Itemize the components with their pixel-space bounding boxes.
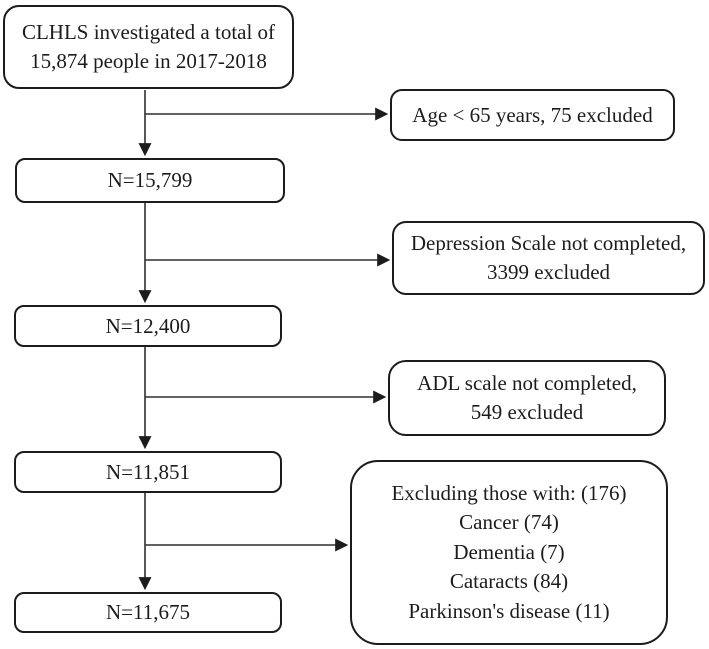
adl-exclusion-box: ADL scale not completed, 549 excluded [388, 360, 666, 436]
adl-exclusion-line1: ADL scale not completed, [417, 371, 637, 396]
disease-exclusion-line3: Dementia (7) [453, 539, 565, 564]
age-exclusion-box: Age < 65 years, 75 excluded [390, 89, 675, 141]
n1-label: N=15,799 [107, 168, 193, 193]
disease-exclusion-line5: Parkinson's disease (11) [408, 598, 610, 623]
n4-box: N=11,675 [14, 592, 282, 633]
disease-exclusion-line1: Excluding those with: (176) [391, 481, 627, 506]
age-exclusion-label: Age < 65 years, 75 excluded [412, 102, 653, 127]
total-investigated-line2: 15,874 people in 2017-2018 [30, 49, 267, 73]
total-investigated-line1: CLHLS investigated a total of [21, 20, 276, 45]
total-investigated-box: CLHLS investigated a total of 15,874 peo… [3, 5, 294, 89]
n3-label: N=11,851 [106, 459, 190, 484]
n2-box: N=12,400 [14, 305, 282, 347]
disease-exclusion-box: Excluding those with: (176) Cancer (74) … [350, 460, 668, 645]
depression-exclusion-line1: Depression Scale not completed, [410, 231, 687, 256]
depression-exclusion-line2: 3399 excluded [486, 260, 611, 284]
disease-exclusion-line2: Cancer (74) [459, 510, 559, 535]
n2-label: N=12,400 [105, 313, 191, 338]
n3-box: N=11,851 [14, 451, 282, 493]
n1-box: N=15,799 [15, 158, 285, 203]
n4-label: N=11,675 [106, 600, 190, 625]
depression-exclusion-box: Depression Scale not completed, 3399 exc… [392, 221, 705, 295]
adl-exclusion-line2: 549 excluded [470, 400, 584, 424]
disease-exclusion-line4: Cataracts (84) [449, 569, 569, 594]
